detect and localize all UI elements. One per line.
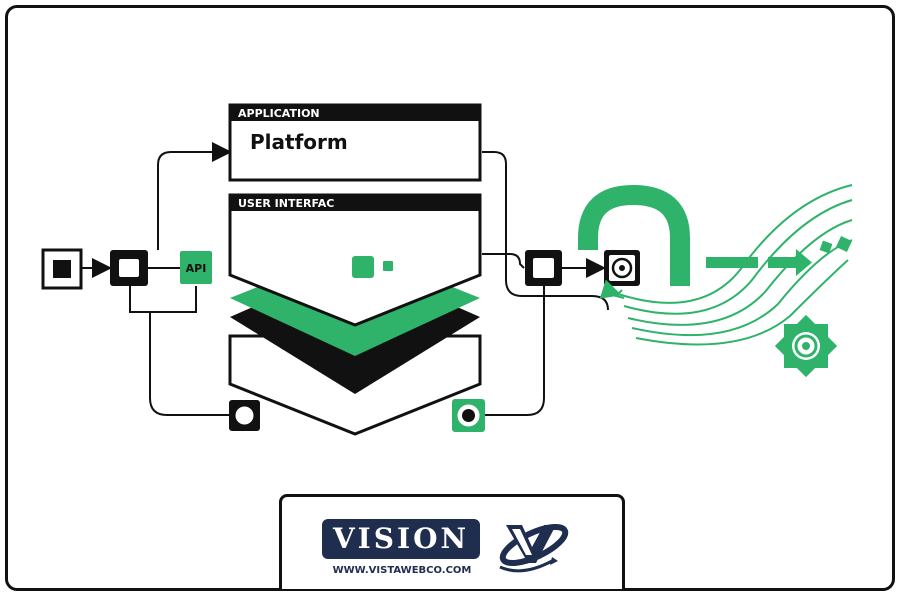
- ui-widget-large: [352, 256, 374, 278]
- brand-url[interactable]: WWW.VISTAWEBCO.COM: [332, 565, 472, 576]
- target-node: [604, 250, 640, 286]
- bottom-left-node: [229, 400, 260, 431]
- application-title: Platform: [250, 130, 348, 154]
- line-to-bottom-right-node: [485, 286, 545, 416]
- green-arch: [578, 184, 690, 286]
- green-star-icon: [774, 314, 838, 378]
- ui-header: USER INTERFAC: [238, 197, 334, 210]
- bottom-right-node: [452, 399, 485, 432]
- brand-logo-panel: VISION WWW.VISTAWEBCO.COM: [279, 494, 625, 589]
- brand-emblem-icon: [499, 523, 569, 573]
- green-flow-lines: [599, 184, 853, 346]
- green-dashed-arrow: [706, 236, 852, 276]
- connector-lines: [82, 142, 609, 416]
- ui-widget-small: [383, 261, 393, 271]
- application-header: APPLICATION: [238, 107, 320, 120]
- line-ui-to-node: [482, 253, 525, 269]
- arrow-to-application: [157, 142, 232, 250]
- brand-wordmark: VISION: [322, 519, 480, 559]
- input-node: [41, 248, 83, 290]
- user-interface-stack: USER INTERFAC: [228, 193, 482, 436]
- line-to-bottom-left-node: [149, 312, 230, 416]
- line-application-out: [482, 151, 609, 311]
- api-label: API: [186, 262, 207, 275]
- application-box: APPLICATION Platform: [228, 103, 482, 182]
- api-badge: API: [180, 251, 212, 284]
- output-node: [525, 250, 562, 286]
- router-node: [110, 250, 148, 286]
- loop-to-api: [129, 286, 197, 313]
